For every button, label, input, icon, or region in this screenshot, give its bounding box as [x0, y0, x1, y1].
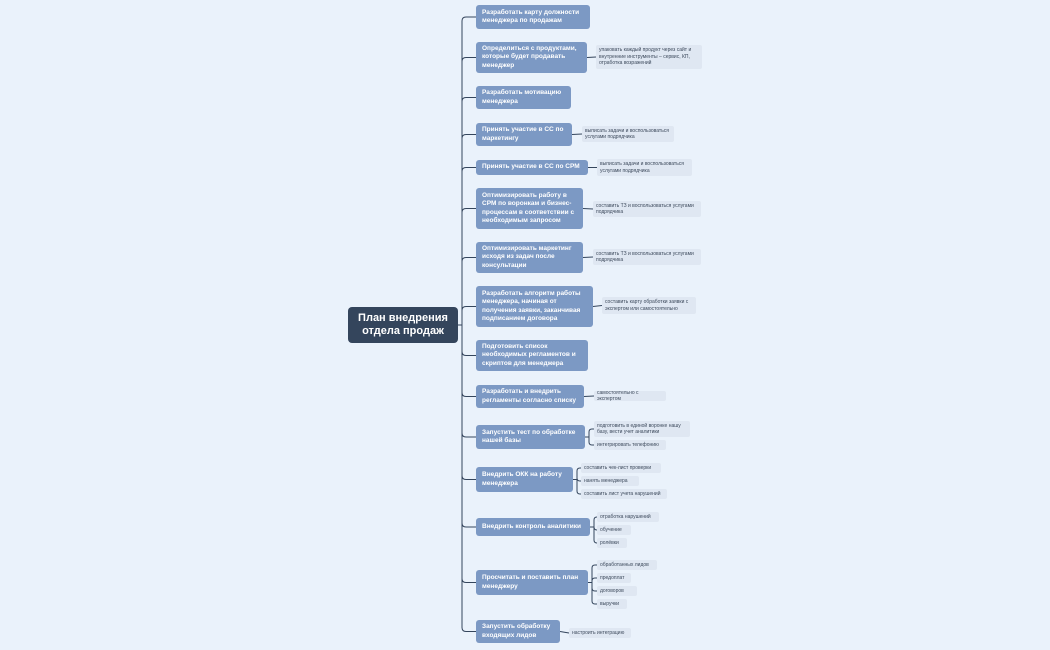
subtopic-4-1[interactable]: выписать задачи и воспользоваться услуга…	[582, 126, 674, 142]
connector-line	[461, 57, 476, 62]
connector-line	[591, 564, 597, 569]
subtopic-15-1[interactable]: настроить интеграцию	[569, 628, 631, 638]
topic-13[interactable]: Внедрить контроль аналитики	[476, 518, 590, 536]
topic-5[interactable]: Принять участие в СС по СРМ	[476, 160, 588, 175]
subtopic-7-1[interactable]: составить ТЗ и воспользоваться услугами …	[593, 249, 701, 265]
subtopic-14-4[interactable]: выручки	[597, 599, 627, 609]
connector-line	[461, 392, 476, 397]
connector-line	[461, 578, 476, 583]
subtopic-12-2[interactable]: нанять менеджера	[581, 476, 639, 486]
topic-8[interactable]: Разработать алгоритм работы менеджера, н…	[476, 286, 593, 327]
subtopic-2-1[interactable]: упаковать каждый продукт через сайт и вн…	[596, 45, 702, 69]
connector-line	[582, 208, 594, 210]
connector-line	[582, 256, 594, 258]
connector-line	[461, 167, 476, 172]
topic-4[interactable]: Принять участие в СС по маркетингу	[476, 123, 572, 146]
connector-line	[588, 428, 594, 433]
subtopic-8-1[interactable]: составить карту обработки заявки с экспе…	[602, 297, 696, 314]
topic-12[interactable]: Внедрить ОКК на работу менеджера	[476, 467, 573, 492]
subtopic-12-1[interactable]: составить чек-лист проверки	[581, 463, 661, 473]
connector-line	[593, 516, 598, 521]
topic-10[interactable]: Разработать и внедрить регламенты соглас…	[476, 385, 584, 408]
subtopic-14-2[interactable]: предоплат	[597, 573, 631, 583]
connector-line	[576, 467, 581, 472]
connector-line	[461, 522, 476, 528]
central-topic[interactable]: План внедрения отдела продаж	[348, 307, 458, 343]
connector-line	[591, 600, 597, 605]
connector-line	[461, 306, 476, 311]
connector-line	[576, 490, 581, 495]
subtopic-13-3[interactable]: ролёвки	[597, 538, 627, 548]
subtopic-13-1[interactable]: отработка нарушений	[597, 512, 659, 522]
connector-line	[583, 395, 595, 397]
connector-line	[461, 97, 476, 102]
subtopic-12-3[interactable]: составить лист учета нарушений	[581, 489, 667, 499]
topic-1[interactable]: Разработать карту должности менеджера по…	[476, 5, 590, 29]
subtopic-11-1[interactable]: подготовить в единой воронке нашу базу, …	[594, 421, 690, 437]
topic-9[interactable]: Подготовить список необходимых регламент…	[476, 340, 588, 371]
connector-line	[588, 441, 594, 446]
connector-line	[591, 577, 597, 582]
subtopic-14-3[interactable]: договоров	[597, 586, 637, 596]
connector-line	[461, 208, 476, 213]
topic-2[interactable]: Определиться с продуктами, которые будет…	[476, 42, 587, 73]
subtopic-5-1[interactable]: выписать задачи и воспользоваться услуга…	[597, 159, 692, 176]
connector-line	[461, 16, 476, 22]
topic-3[interactable]: Разработать мотивацию менеджера	[476, 86, 571, 109]
connector-line	[461, 475, 476, 480]
connector-line	[461, 627, 476, 632]
connector-line	[591, 587, 597, 592]
connector-line	[593, 539, 598, 544]
topic-6[interactable]: Оптимизировать работу в СРМ по воронкам …	[476, 188, 583, 229]
subtopic-10-1[interactable]: самостоятельно с экспертом	[594, 390, 666, 402]
connector-line	[586, 56, 597, 58]
subtopic-11-2[interactable]: интегрировать телефонию	[594, 440, 666, 450]
connector-line	[461, 351, 476, 356]
topic-7[interactable]: Оптимизировать маркетинг исходя из задач…	[476, 242, 583, 273]
connector-line	[576, 477, 581, 482]
subtopic-6-1[interactable]: составить ТЗ и воспользоваться услугами …	[593, 201, 701, 217]
topic-15[interactable]: Запустить обработку входящих лидов	[476, 620, 560, 643]
subtopic-13-2[interactable]: обучение	[597, 525, 631, 535]
connector-line	[461, 134, 476, 139]
connector-line	[592, 305, 603, 307]
topic-11[interactable]: Запустить тест по обработке нашей базы	[476, 425, 585, 449]
subtopic-14-1[interactable]: обработанных лидов	[597, 560, 657, 570]
connector-line	[461, 432, 476, 438]
connector-line	[571, 133, 583, 135]
connector-line	[593, 526, 598, 531]
connector-line	[461, 257, 476, 262]
connector-line	[559, 631, 570, 634]
topic-14[interactable]: Просчитать и поставить план менеджеру	[476, 570, 588, 595]
